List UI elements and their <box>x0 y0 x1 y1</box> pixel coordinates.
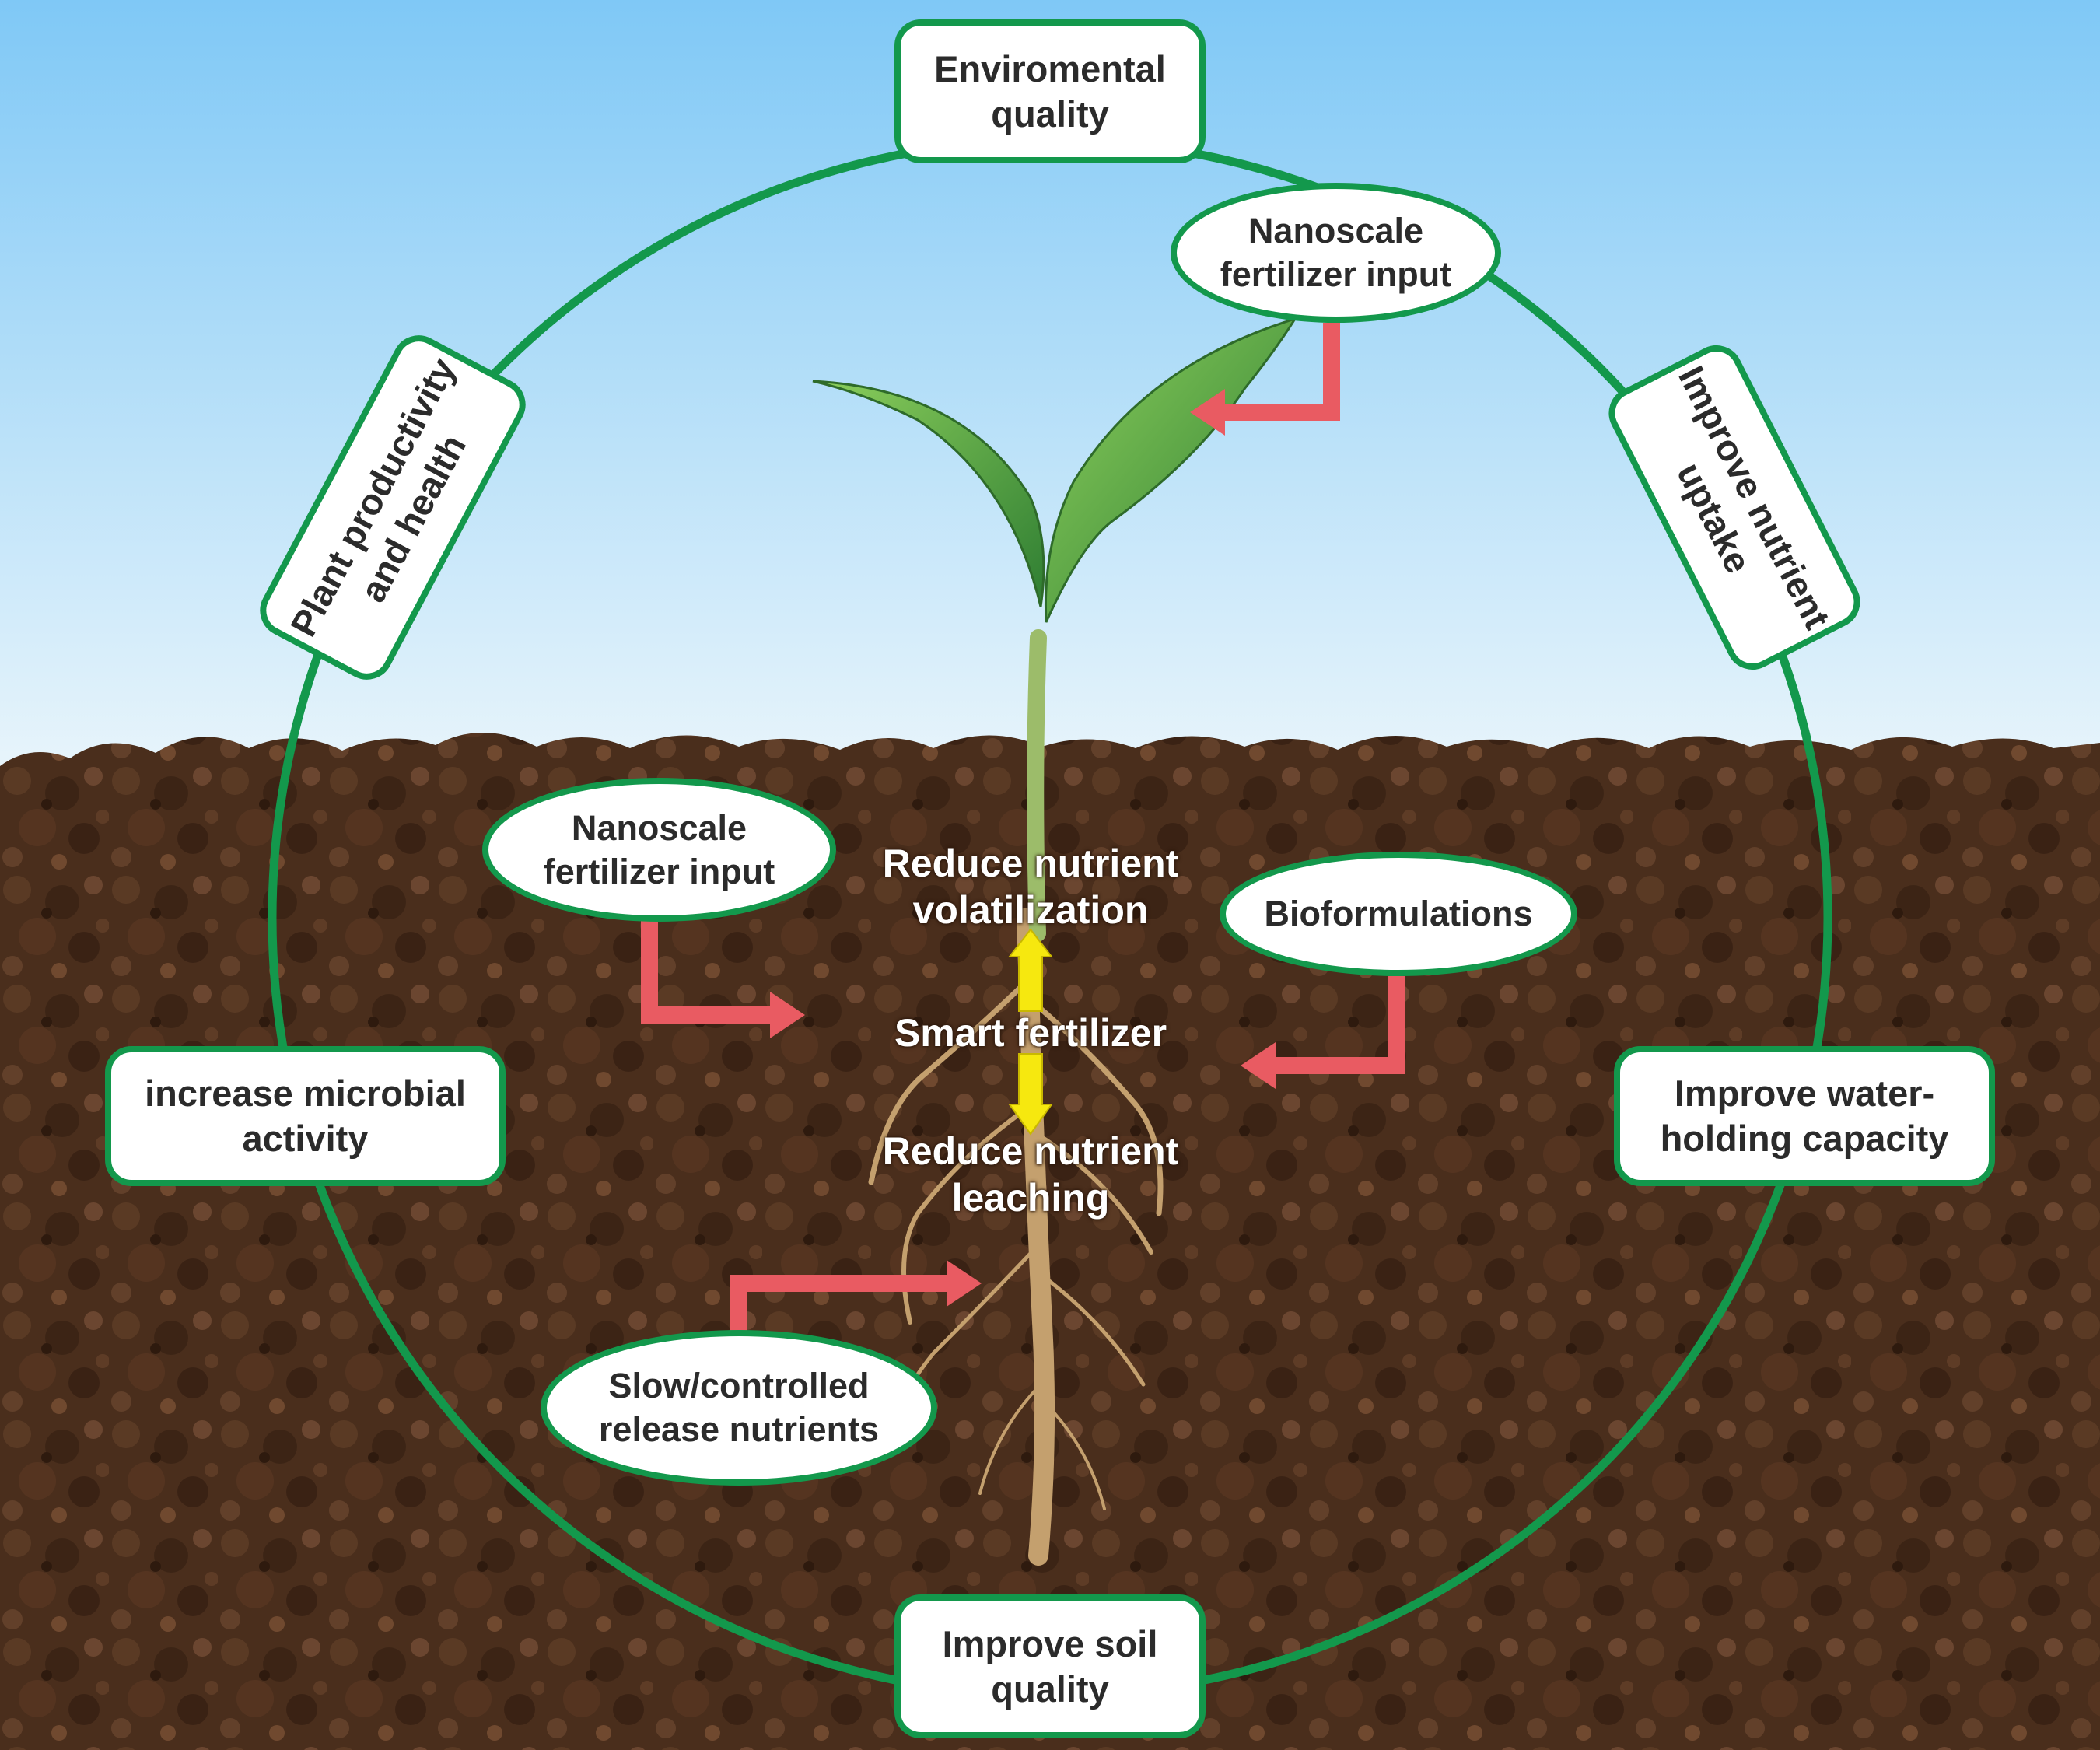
yellow-double-arrow-icon <box>1007 928 1054 1136</box>
ellipse-nanoscale-soil-line2: fertilizer input <box>543 851 775 891</box>
label-reduce-leaching-line1: Reduce nutrient <box>882 1129 1179 1173</box>
ellipse-bioformulations: Bioformulations <box>1220 852 1577 976</box>
box-increase-microbial-activity-line2: activity <box>242 1118 369 1159</box>
ellipse-nanoscale-foliar-input: Nanoscale fertilizer input <box>1171 183 1501 323</box>
label-reduce-volatilization-line1: Reduce nutrient <box>882 842 1179 885</box>
label-reduce-leaching-line2: leaching <box>951 1176 1110 1220</box>
red-arrow-heads <box>770 389 1276 1307</box>
plant-leaf-right <box>1044 317 1298 623</box>
plant-leaf-left <box>812 380 1045 607</box>
ellipse-slow-controlled-release: Slow/controlled release nutrients <box>541 1330 937 1486</box>
plant-stem <box>1027 629 1047 942</box>
box-improve-soil-quality-line2: quality <box>991 1668 1109 1710</box>
label-smart-fertilizer: Smart fertilizer <box>824 1007 1237 1058</box>
red-elbow-arrow-icon <box>641 323 1405 1338</box>
ellipse-slow-release-line1: Slow/controlled <box>608 1366 870 1405</box>
ellipse-bioformulations-label: Bioformulations <box>1264 894 1533 933</box>
ellipse-slow-release-line2: release nutrients <box>598 1409 880 1449</box>
ellipse-nanoscale-soil-line1: Nanoscale <box>571 807 747 848</box>
box-improve-water-holding-line2: holding capacity <box>1660 1118 1949 1159</box>
ellipse-nanoscale-foliar-line2: fertilizer input <box>1220 254 1452 294</box>
box-environmental-quality-line2: quality <box>991 93 1109 135</box>
box-improve-water-holding: Improve water-holding capacity <box>1614 1046 1995 1186</box>
label-reduce-volatilization-line2: volatilization <box>912 888 1149 932</box>
box-environmental-quality-line1: Enviromental <box>934 47 1166 89</box>
box-increase-microbial-activity-line1: increase microbial <box>145 1073 466 1114</box>
box-improve-soil-quality-line1: Improve soil <box>942 1622 1158 1664</box>
label-smart-fertilizer-text: Smart fertilizer <box>894 1010 1167 1055</box>
ellipse-nanoscale-foliar-line1: Nanoscale <box>1248 211 1424 250</box>
box-improve-water-holding-line1: Improve water- <box>1674 1073 1935 1114</box>
